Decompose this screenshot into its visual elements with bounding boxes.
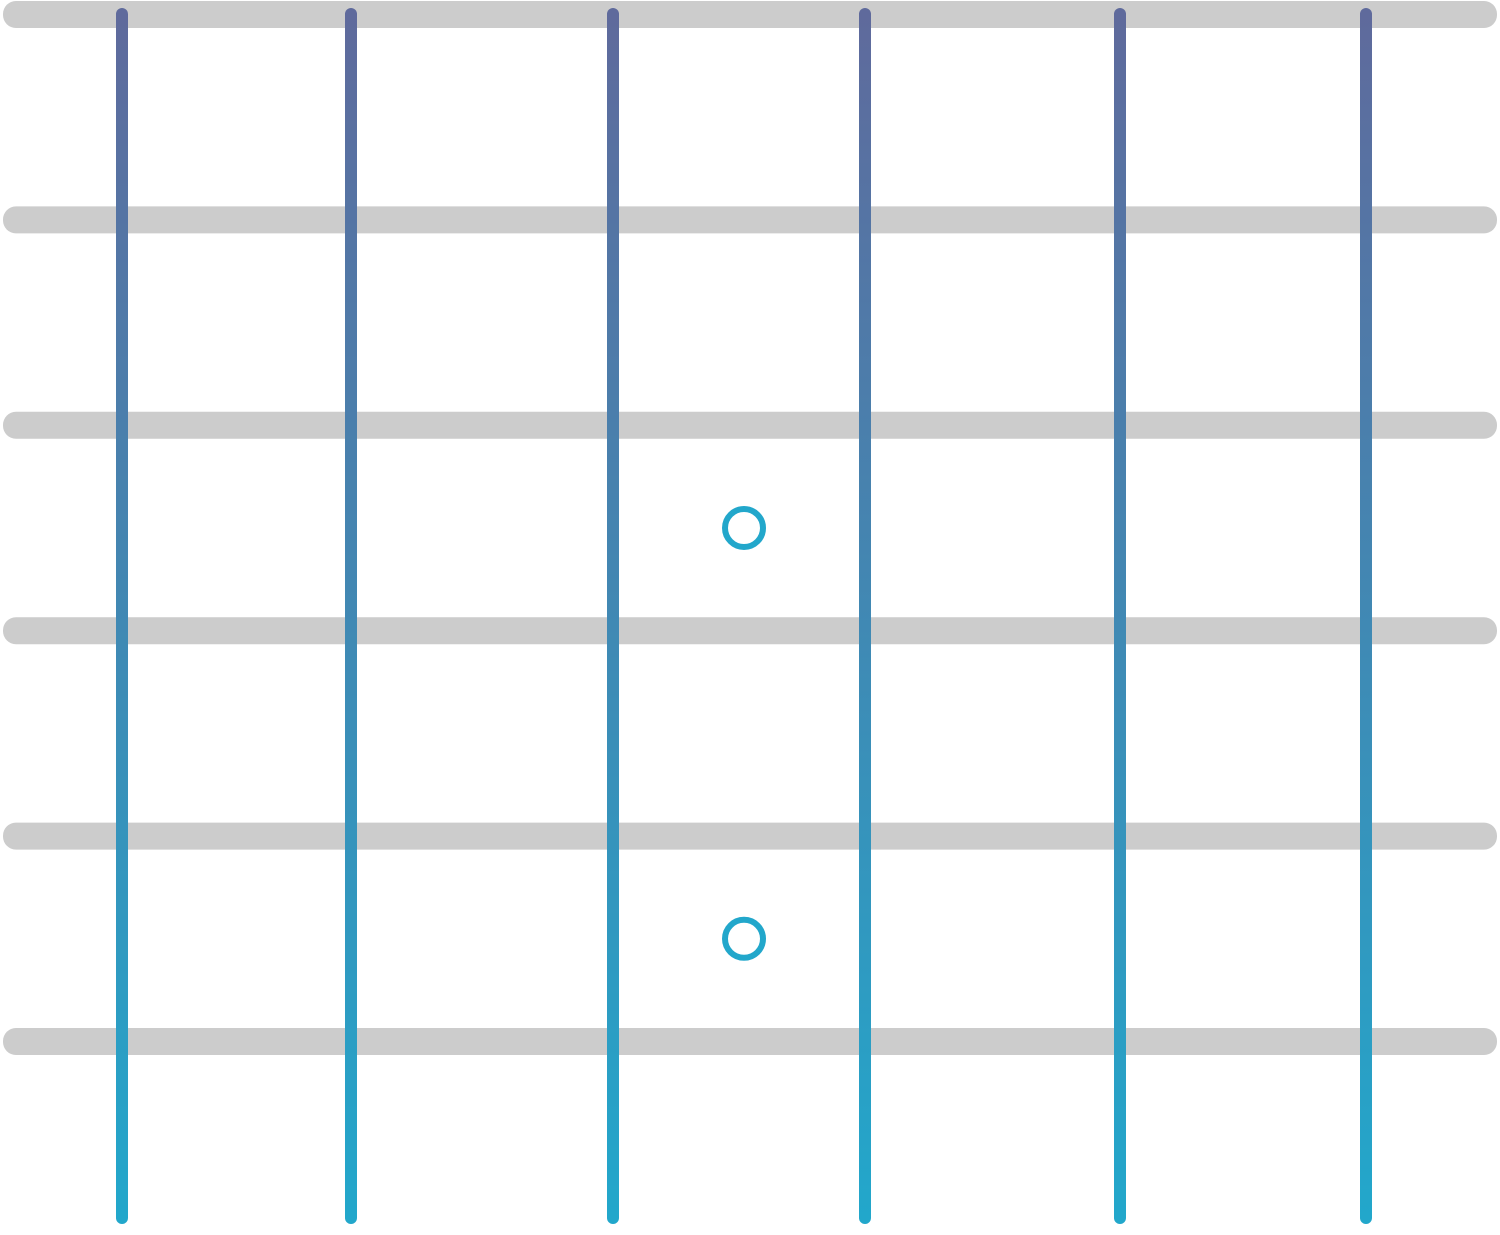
fret-3 [3,411,1497,439]
position-marker-fret-3 [722,506,766,550]
strings [116,8,1372,1224]
fret-1 [3,1,1497,28]
fret-6 [3,1028,1497,1055]
fret-2 [3,206,1497,234]
fret-5 [3,822,1497,850]
position-markers [722,506,766,961]
position-marker-fret-5 [722,916,766,961]
fret-4 [3,617,1497,645]
